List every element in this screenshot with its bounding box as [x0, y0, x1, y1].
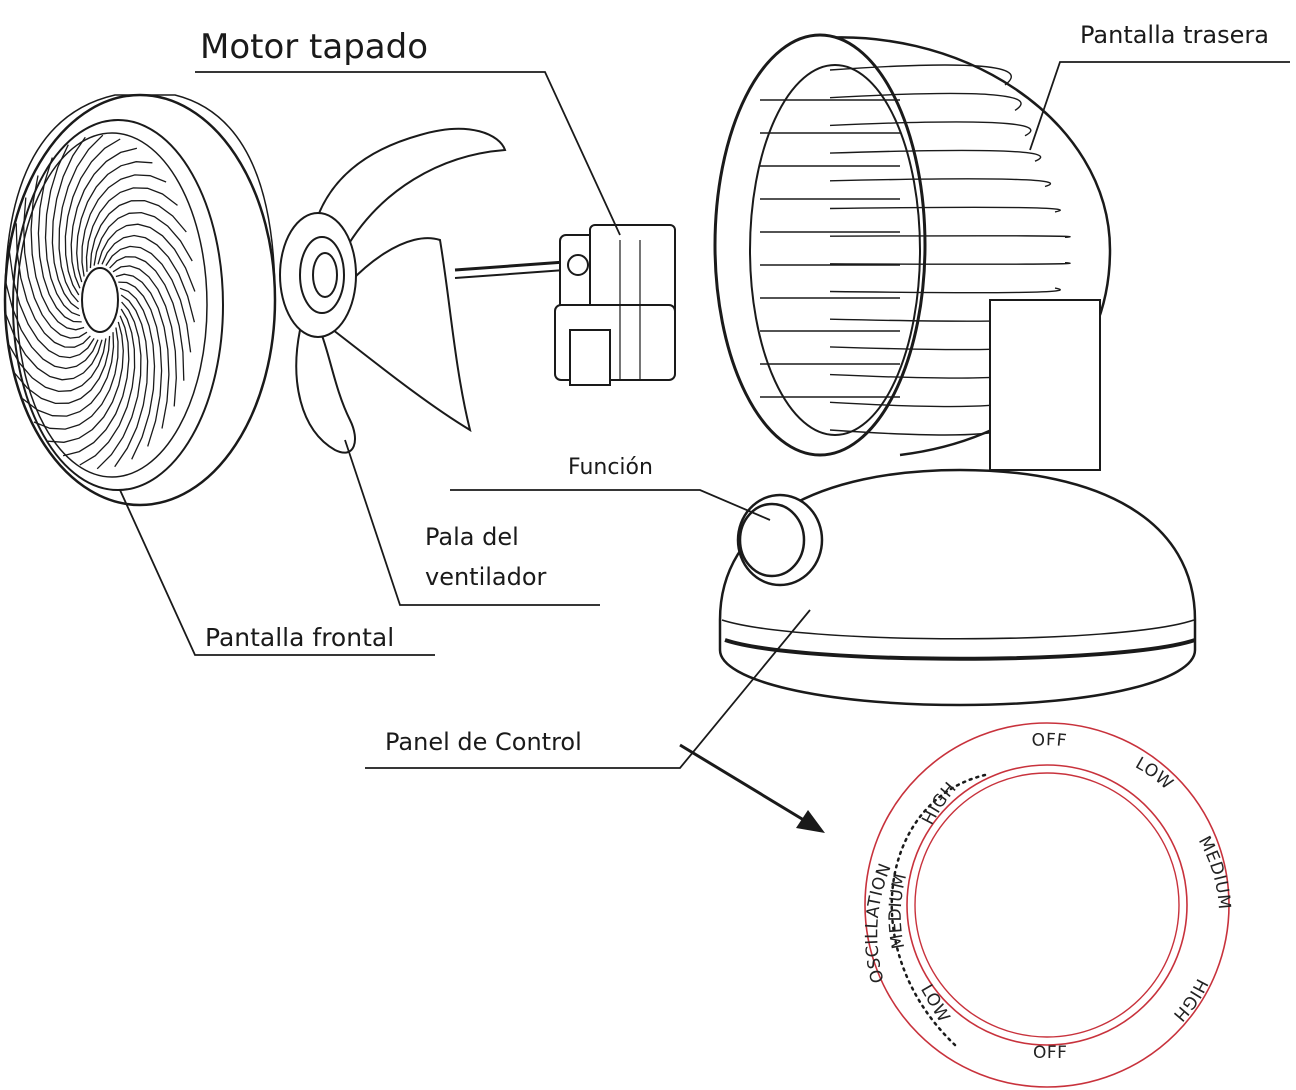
- dial-top-off: OFF: [1031, 730, 1068, 751]
- rear-screen-label: Pantalla trasera: [1080, 21, 1269, 49]
- control-dial: OFF LOW MEDIUM HIGH OFF HIGH MEDIUM LOW …: [862, 722, 1234, 1088]
- front-grille-spiral: [4, 134, 196, 470]
- grille-vane: [47, 321, 124, 443]
- control-panel-label: Panel de Control: [385, 728, 582, 756]
- cage-rib: [829, 64, 1012, 86]
- grille-vane: [105, 245, 192, 353]
- grille-vane: [8, 251, 95, 359]
- cage-rib: [829, 121, 1032, 137]
- grille-vane: [7, 338, 107, 393]
- grille-vane: [62, 315, 130, 457]
- grille-vane: [23, 197, 88, 339]
- motor-illustration: [454, 224, 676, 386]
- grille-vane: [4, 281, 99, 370]
- grille-vane: [93, 211, 193, 266]
- grille-vane: [79, 308, 136, 466]
- dial-outer-ring: [864, 722, 1230, 1088]
- blade-label-line1: Pala del: [425, 523, 519, 551]
- cage-rib: [829, 178, 1052, 188]
- grille-vane: [30, 175, 85, 331]
- grille-vane: [37, 157, 82, 323]
- grille-vane: [97, 223, 196, 292]
- blade-label-line2: ventilador: [425, 563, 547, 591]
- grille-vane: [119, 287, 156, 460]
- dial-bottom-off: OFF: [1033, 1043, 1067, 1063]
- dial-right-high: HIGH: [1169, 975, 1212, 1025]
- dial-middle-ring: [906, 764, 1188, 1046]
- cage-rib: [829, 287, 1061, 294]
- grille-vane: [109, 256, 185, 381]
- grille-vane: [89, 199, 187, 269]
- grille-vane: [15, 223, 91, 348]
- grille-vane: [114, 294, 149, 468]
- grille-vane: [81, 174, 167, 277]
- function-label: Función: [568, 455, 653, 480]
- rear-screen-illustration: [713, 33, 1112, 457]
- grille-vane: [85, 187, 178, 272]
- grille-vane: [76, 161, 153, 283]
- dial-right-medium: MEDIUM: [1194, 833, 1234, 910]
- grille-vane: [64, 138, 121, 296]
- fan-blade-illustration: [279, 127, 507, 454]
- grille-vane: [51, 136, 86, 310]
- grille-vane: [115, 273, 170, 429]
- leader-lines: [119, 61, 1290, 833]
- dial-left-high: HIGH: [918, 778, 961, 828]
- grille-vane: [13, 335, 111, 405]
- cage-rib: [829, 92, 1022, 111]
- grille-vane: [22, 332, 115, 417]
- grille-vane: [33, 327, 119, 430]
- grille-vane: [58, 134, 104, 303]
- grille-vane: [118, 281, 163, 447]
- cage-rib: [829, 235, 1071, 238]
- grille-vane: [112, 265, 177, 407]
- motor-label: Motor tapado: [200, 27, 428, 67]
- oscillation-dotted-arc: [890, 773, 987, 1047]
- grille-vane: [96, 301, 142, 470]
- rear-cage-ribs: [760, 64, 1071, 436]
- grille-vane: [101, 234, 196, 323]
- dial-inner-ring: [914, 772, 1180, 1038]
- front-screen-illustration: [3, 93, 277, 507]
- cage-rib: [829, 262, 1071, 265]
- grille-vane: [44, 144, 81, 317]
- grille-vane: [70, 147, 138, 289]
- front-screen-label: Pantalla frontal: [205, 623, 394, 652]
- grille-vane: [4, 312, 103, 381]
- fan-base-illustration: [718, 299, 1197, 707]
- cage-rib: [829, 206, 1061, 213]
- dial-right-low: LOW: [1132, 754, 1177, 795]
- cage-rib: [829, 149, 1042, 162]
